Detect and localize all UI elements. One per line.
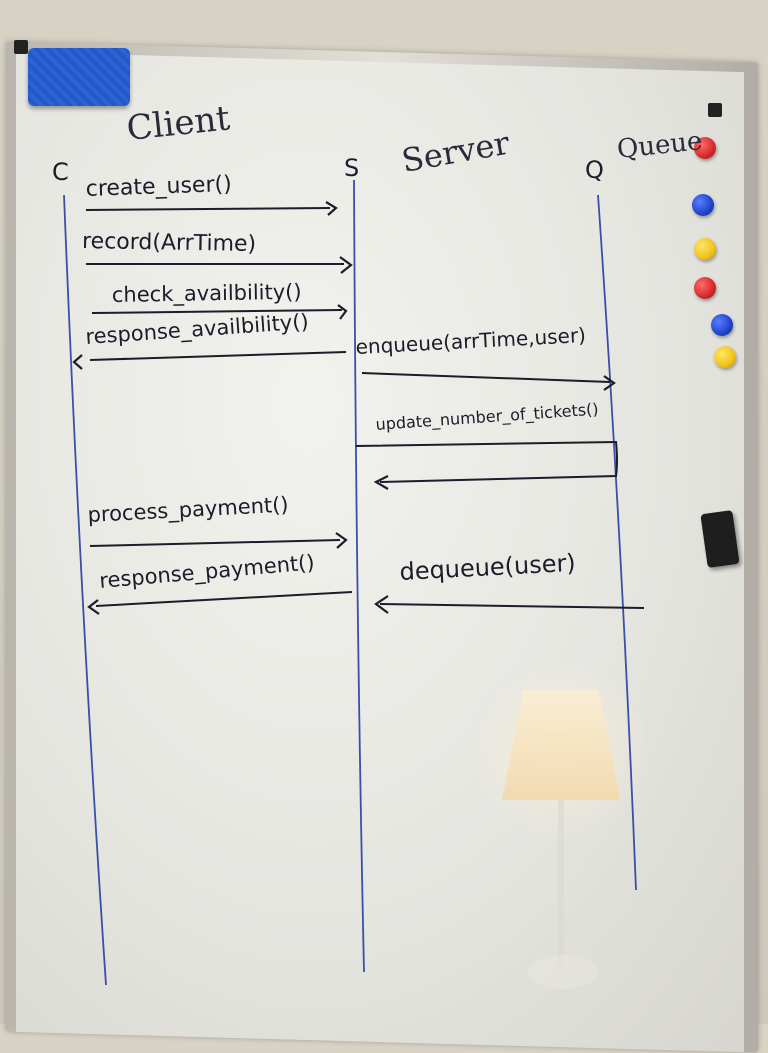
lamp-reflection-stem (558, 800, 564, 970)
participant-queue-label: Queue (616, 126, 704, 165)
message-create-user: create_user() (85, 172, 232, 202)
arrowhead-update-tickets (373, 475, 389, 490)
server-lifeline (353, 179, 365, 973)
message-response-availability: response_availbility() (85, 309, 310, 350)
message-enqueue: enqueue(arrTime,user) (355, 323, 586, 359)
arrowhead-process-payment (335, 532, 348, 549)
arrowhead-dequeue (374, 595, 389, 614)
sequence-diagram: Client Server Queue C S Q create_user() … (52, 98, 704, 986)
arrow-update-tickets (355, 440, 618, 483)
lamp-reflection (502, 690, 620, 800)
arrow-enqueue (361, 372, 611, 383)
message-response-payment: response_payment() (98, 550, 315, 594)
arrowhead-record (339, 256, 353, 274)
message-dequeue: dequeue(user) (399, 549, 576, 586)
frame-corner-left (14, 40, 28, 54)
arrowhead-response-availability (72, 354, 83, 370)
message-process-payment: process_payment() (87, 492, 289, 527)
client-lifeline (63, 194, 107, 986)
blue-magnet-icon (711, 314, 733, 336)
arrow-response-payment (95, 591, 353, 607)
yellow-magnet-icon (714, 346, 736, 368)
eraser-icon (28, 48, 130, 106)
arrow-response-availability (89, 351, 347, 361)
arrowhead-response-payment (87, 599, 100, 615)
arrow-dequeue (379, 603, 645, 609)
red-magnet-icon (694, 137, 716, 159)
arrow-process-payment (89, 539, 341, 547)
lamp-reflection-base (528, 955, 598, 989)
queue-lifeline (597, 194, 637, 891)
arrow-create-user (85, 207, 331, 211)
arrowhead-enqueue (603, 375, 616, 391)
arrow-check-availability (91, 309, 343, 314)
queue-abbr: Q (585, 156, 604, 184)
server-abbr: S (344, 154, 359, 182)
red-magnet-icon (694, 277, 716, 299)
participant-client-label: Client (125, 98, 232, 149)
message-check-availability: check_availbility() (112, 280, 302, 308)
message-record: record(ArrTime) (82, 229, 256, 257)
message-update-tickets: update_number_of_tickets() (375, 399, 599, 435)
arrowhead-create-user (325, 201, 338, 216)
arrowhead-check-availability (337, 304, 348, 320)
client-abbr: C (52, 158, 69, 186)
blue-magnet-icon (692, 194, 714, 216)
frame-corner-right (708, 103, 722, 117)
participant-server-label: Server (399, 123, 513, 179)
yellow-magnet-icon (694, 238, 716, 260)
